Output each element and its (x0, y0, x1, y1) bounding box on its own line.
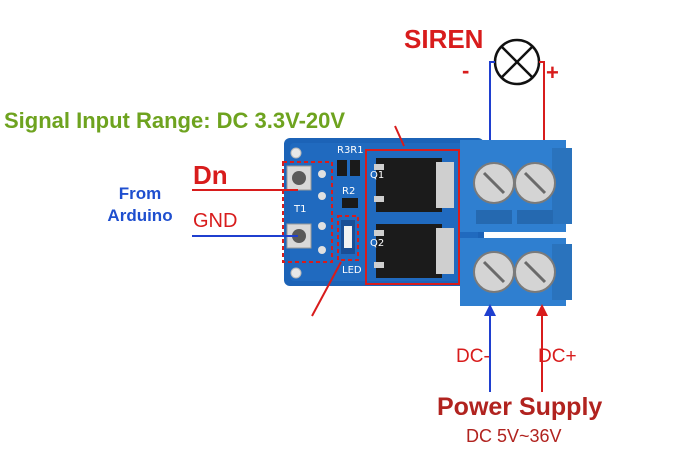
from-label-line2: Arduino (107, 206, 173, 225)
terminal-block-bottom (460, 238, 572, 306)
mosfet-q2 (374, 224, 454, 278)
siren-minus-wire (489, 61, 495, 140)
resistor-r3r1 (337, 160, 360, 176)
silk-q1: Q1 (370, 170, 385, 181)
dc-plus-label: DC+ (538, 346, 577, 367)
siren-symbol (493, 38, 541, 86)
from-arduino-label: From Arduino (104, 183, 176, 227)
input-header (286, 165, 326, 254)
signal-range-label: Signal Input Range: DC 3.3V-20V (4, 108, 346, 133)
dc-plus-wire (536, 304, 548, 392)
siren-plus-label: + (546, 60, 559, 85)
dc-minus-label: DC- (456, 346, 490, 367)
power-supply-label: Power Supply (437, 393, 603, 421)
mounting-hole-top (290, 147, 302, 159)
silk-r2: R2 (342, 186, 356, 197)
mosfet-highlight-box (365, 149, 460, 285)
silk-q2: Q2 (370, 238, 385, 249)
mosfet-q1 (374, 158, 454, 212)
dn-label: Dn (193, 160, 228, 190)
terminal-block-top (460, 140, 572, 232)
siren-plus-wire (539, 61, 545, 140)
mounting-hole-bottom (290, 267, 302, 279)
siren-minus-label: - (462, 58, 470, 83)
resistor-r2 (342, 198, 358, 208)
led-pointer (311, 261, 342, 317)
gnd-label: GND (193, 210, 238, 232)
from-label-line1: From (118, 184, 162, 203)
dc-minus-wire (484, 304, 496, 392)
silk-led: LED (342, 265, 362, 276)
silk-r3r1: R3R1 (337, 145, 364, 156)
input-highlight-box (282, 161, 333, 263)
silk-t1: T1 (294, 204, 307, 215)
led-component (341, 220, 355, 254)
power-voltage-label: DC 5V~36V (466, 426, 562, 446)
mosfet-pointer (394, 125, 405, 147)
led-highlight-box (337, 215, 359, 261)
siren-label: SIREN (404, 24, 484, 54)
